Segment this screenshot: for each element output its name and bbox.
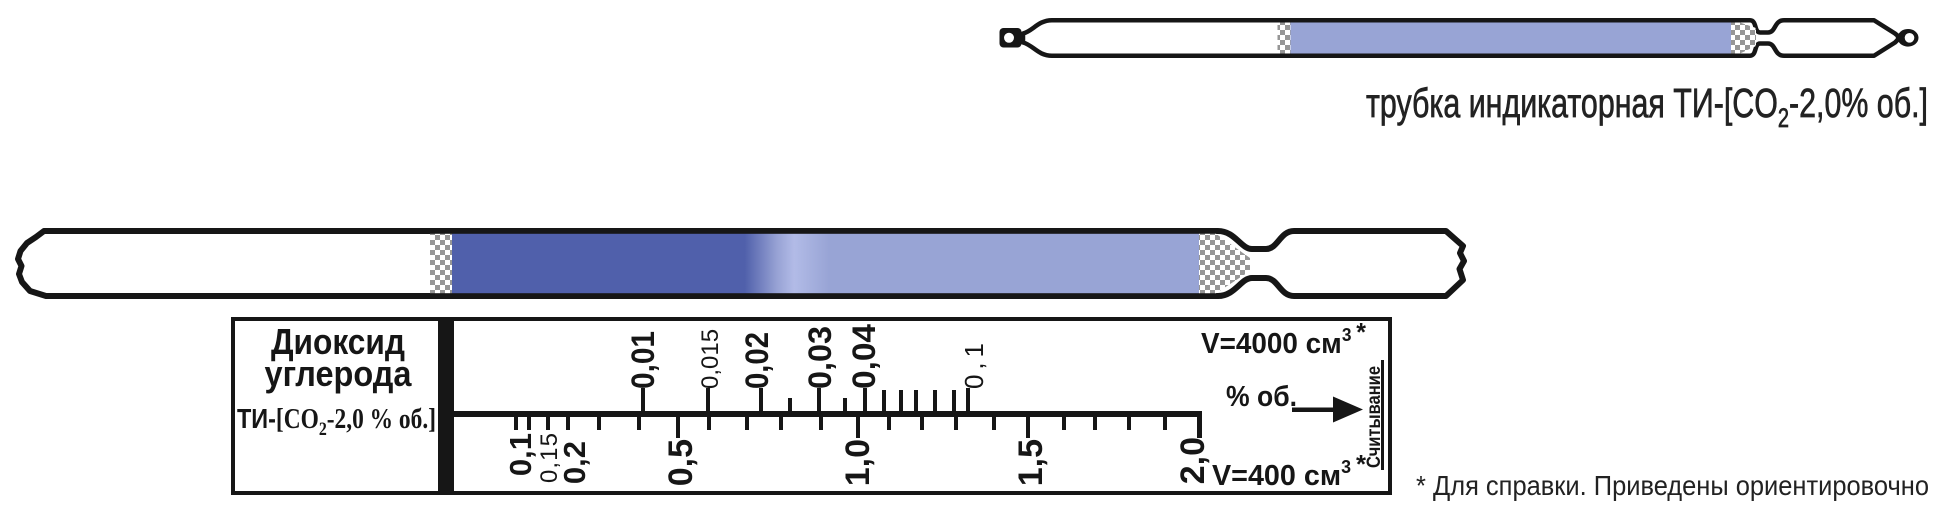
svg-text:* Для справки. Приведены ориен: * Для справки. Приведены ориентировочно [1416,470,1929,501]
svg-text:0,15: 0,15 [536,433,563,483]
svg-text:углерода: углерода [265,353,413,394]
svg-text:0,1: 0,1 [503,433,538,476]
svg-text:0,01: 0,01 [625,331,661,389]
svg-text:1,0: 1,0 [839,439,877,486]
svg-text:0,2: 0,2 [557,441,592,484]
svg-text:0,1: 0,1 [959,343,989,389]
svg-text:Диоксид: Диоксид [271,321,405,362]
svg-text:2,0: 2,0 [1174,437,1212,484]
svg-text:0,03: 0,03 [802,326,838,389]
svg-text:0,5: 0,5 [662,439,700,486]
svg-text:0,04: 0,04 [846,324,882,389]
svg-text:Считывание: Считывание [1364,366,1385,468]
svg-text:ТИ-[CO2-2,0 % об.]: ТИ-[CO2-2,0 % об.] [237,403,436,440]
svg-text:1,5: 1,5 [1012,439,1050,486]
svg-text:трубка индикаторная ТИ-[CO2-2,: трубка индикаторная ТИ-[CO2-2,0% об.] [1366,80,1928,133]
svg-text:0,015: 0,015 [697,329,724,389]
svg-text:% об.: % об. [1226,381,1297,413]
svg-text:0,02: 0,02 [739,332,775,389]
